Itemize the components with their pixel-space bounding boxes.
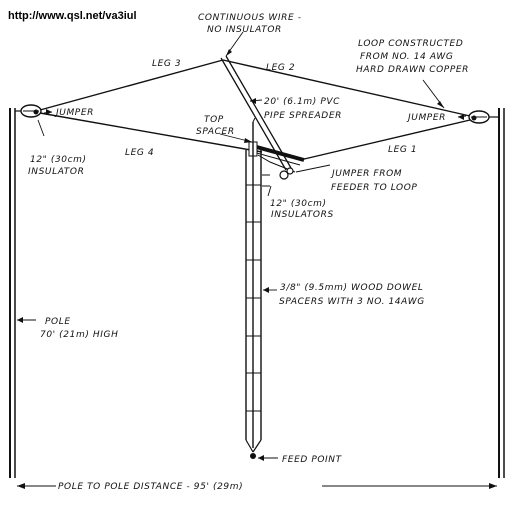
label-feed-point: FEED POINT <box>282 455 343 465</box>
label-jumper-from: JUMPER FROM <box>330 169 402 179</box>
right-pole <box>498 108 505 478</box>
label-insulator: INSULATOR <box>28 167 84 177</box>
label-wood-dowel: 3/8" (9.5mm) WOOD DOWEL <box>280 283 424 293</box>
left-insulator <box>20 104 42 118</box>
label-pvc-spreader: 20' (6.1m) PVC <box>264 97 340 107</box>
label-pole: POLE <box>45 317 71 327</box>
feeder-insulators <box>262 174 270 187</box>
label-top: TOP <box>204 115 224 125</box>
leg-3-wire <box>39 59 224 111</box>
label-spacer: SPACER <box>196 127 235 137</box>
right-insulator <box>468 110 490 124</box>
label-jumper-left: JUMPER <box>54 108 94 118</box>
label-pole-distance: POLE TO POLE DISTANCE - 95' (29m) <box>58 482 243 492</box>
label-pipe-spreader: PIPE SPREADER <box>264 111 342 121</box>
leader-lines <box>17 31 467 459</box>
label-pole-height: 70' (21m) HIGH <box>40 330 118 340</box>
label-leg-2: LEG 2 <box>266 63 295 73</box>
label-leg-4: LEG 4 <box>125 148 154 158</box>
leg-1-wire <box>299 119 471 161</box>
label-insulator-size: 12" (30cm) <box>30 155 87 165</box>
ladder-feed-line <box>245 117 262 459</box>
label-insulators-size: 12" (30cm) <box>270 199 327 209</box>
label-leg-1: LEG 1 <box>388 145 417 155</box>
label-loop-copper: HARD DRAWN COPPER <box>356 65 469 75</box>
feeder-jumper <box>257 154 296 180</box>
arrowheads <box>17 49 464 461</box>
source-url: http://www.qsl.net/va3iul <box>8 10 137 22</box>
label-dowel-spacers: SPACERS WITH 3 NO. 14AWG <box>279 297 425 307</box>
label-loop-wire: FROM NO. 14 AWG <box>360 52 454 62</box>
label-insulators: INSULATORS <box>271 210 334 220</box>
label-no-insulator: NO INSULATOR <box>207 25 282 35</box>
label-continuous-wire: CONTINUOUS WIRE - <box>198 13 302 23</box>
label-leg-3: LEG 3 <box>152 59 181 69</box>
label-feeder-to-loop: FEEDER TO LOOP <box>331 183 417 193</box>
leg-2-wire <box>222 59 471 117</box>
left-pole <box>9 108 16 478</box>
leg-4-wire <box>39 112 263 153</box>
label-jumper-right: JUMPER <box>406 113 446 123</box>
pole-distance-dimension <box>17 478 497 492</box>
top-spacer <box>248 141 305 166</box>
feed-point-dot <box>250 453 256 459</box>
label-loop-constructed: LOOP CONSTRUCTED <box>358 39 463 49</box>
